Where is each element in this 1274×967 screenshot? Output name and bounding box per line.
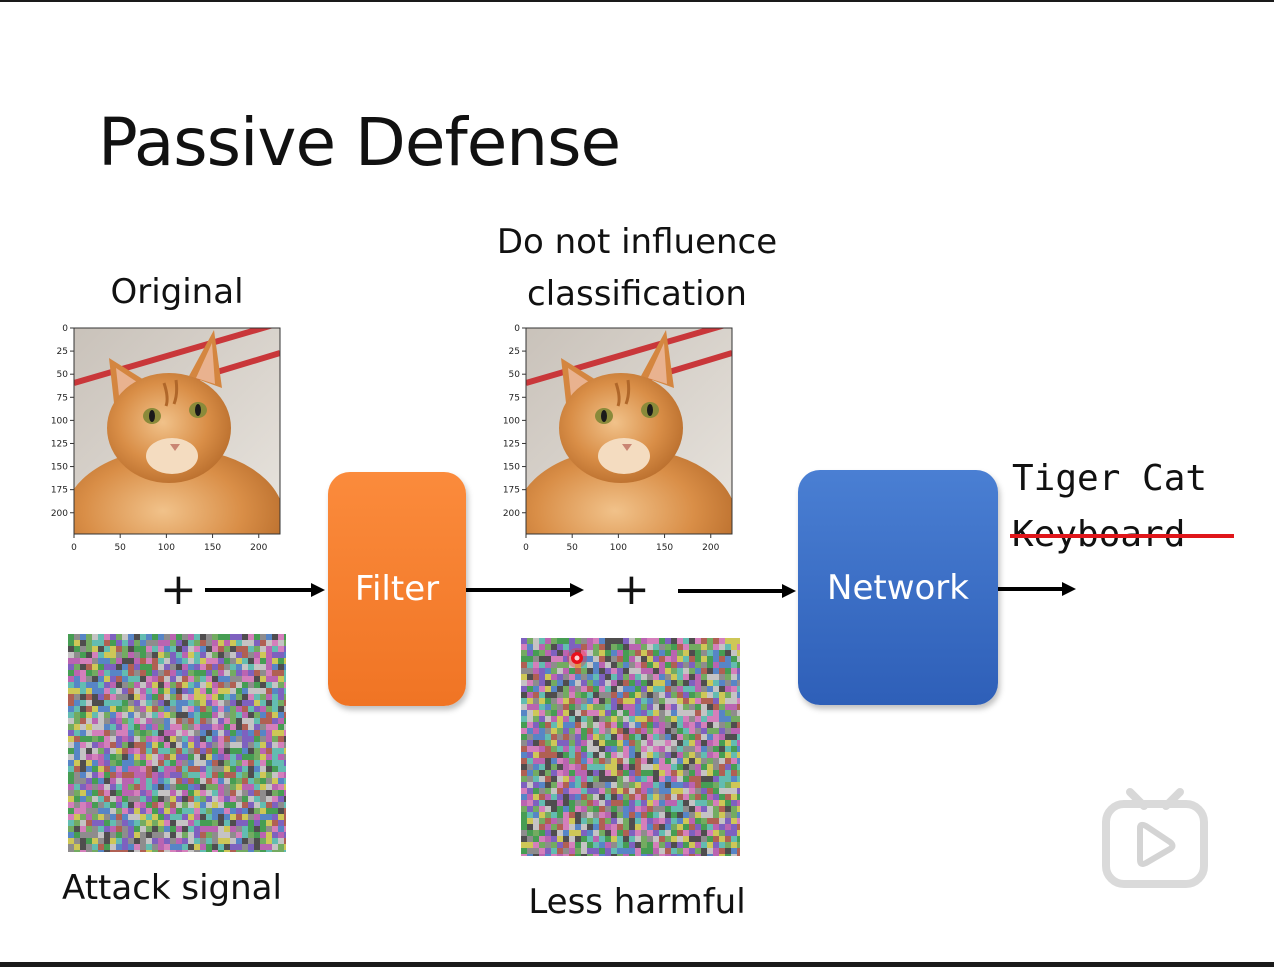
do-not-influence-label: Do not influence classification [470,216,804,320]
y-tick-label: 200 [503,509,520,519]
y-tick-label: 100 [503,416,520,426]
y-tick-label: 200 [51,509,68,519]
y-tick-label: 150 [503,463,520,473]
x-tick-label: 0 [523,543,529,553]
keyboard-strikethrough [1010,534,1234,538]
filtered-cat-plot: 0 25 50 75 100 125 150 175 200 0 50 100 150 200 [503,324,733,553]
plus-sign-1: + [160,564,197,615]
y-tick-label: 50 [57,370,69,380]
x-tick-label: 50 [114,543,126,553]
less-harmful-noise-image [521,638,740,856]
x-tick-label: 100 [610,543,627,553]
network-label: Network [827,567,969,608]
y-tick-label: 25 [57,347,68,357]
x-tick-label: 200 [250,543,267,553]
do-not-influence-line2: classification [527,274,747,314]
y-tick-label: 125 [51,439,68,449]
y-tick-label: 0 [514,324,520,334]
y-tick-label: 150 [51,463,68,473]
original-cat-plot: 0 25 50 75 100 125 150 175 200 0 50 100 150 200 [51,324,281,553]
original-label: Original [110,272,244,312]
x-tick-label: 150 [656,543,673,553]
top-border [0,0,1274,2]
cat-photo [74,328,280,534]
x-tick-label: 0 [71,543,77,553]
cat-photo [526,328,732,534]
do-not-influence-line1: Do not influence [496,222,778,262]
arrow-from-filter [466,583,584,597]
attack-signal-noise-image [68,634,286,852]
plus-sign-2: + [613,564,650,615]
y-tick-label: 75 [57,393,68,403]
arrow-to-network [678,584,796,598]
output-tiger-cat: Tiger Cat [1012,458,1208,499]
bottom-border [0,962,1274,967]
arrow-to-filter [205,583,325,597]
network-box: Network [798,470,998,705]
less-harmful-label: Less harmful [528,882,746,922]
y-tick-label: 175 [503,486,520,496]
slide-title: Passive Defense [98,104,621,181]
x-tick-label: 150 [204,543,221,553]
y-tick-label: 50 [509,370,521,380]
x-tick-label: 50 [566,543,578,553]
y-tick-label: 75 [509,393,520,403]
filter-label: Filter [354,569,440,609]
y-tick-label: 100 [51,416,68,426]
x-tick-label: 200 [702,543,719,553]
attack-signal-label: Attack signal [62,868,282,908]
y-tick-label: 25 [509,347,520,357]
filter-box: Filter [328,472,466,706]
x-tick-label: 100 [158,543,175,553]
y-tick-label: 175 [51,486,68,496]
y-tick-label: 125 [503,439,520,449]
arrow-from-network [998,582,1076,596]
y-tick-label: 0 [62,324,68,334]
laser-pointer-dot [567,648,587,668]
bilibili-play-icon[interactable] [1100,786,1210,890]
